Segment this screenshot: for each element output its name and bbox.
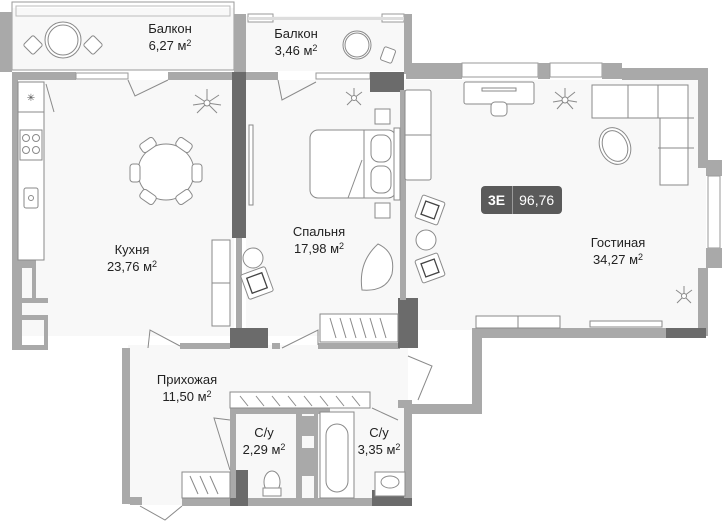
bedroom-furniture <box>240 88 401 343</box>
room-label-balcony-1: Балкон 6,27 м2 <box>148 22 192 53</box>
doors <box>127 79 433 521</box>
room-name: Кухня <box>114 242 150 257</box>
plant-icon <box>192 89 222 114</box>
svg-text:✳: ✳ <box>27 93 35 104</box>
room-name: Спальня <box>292 224 346 239</box>
room-area: 34,27 м2 <box>592 252 644 267</box>
room-area: 3,35 м2 <box>357 442 401 457</box>
room-label-bathroom-1: С/у 2,29 м2 <box>243 426 286 457</box>
room-area: 11,50 м2 <box>162 389 212 404</box>
room-area: 2,29 м2 <box>242 442 286 457</box>
apartment-type-code: 3E <box>481 186 514 214</box>
room-name: С/у <box>369 425 389 440</box>
room-area: 3,46 м2 <box>274 43 318 58</box>
walls <box>12 62 722 506</box>
room-name: Балкон <box>274 26 318 41</box>
balcony-2-outline <box>247 13 412 74</box>
room-label-living-room: Гостиная 34,27 м2 <box>591 236 646 267</box>
plant-icon <box>552 88 578 110</box>
room-area: 23,76 м2 <box>106 259 158 274</box>
balcony-1-outline <box>0 1 246 72</box>
room-label-kitchen: Кухня 23,76 м2 <box>107 243 157 274</box>
bathroom-furniture <box>181 391 406 499</box>
apartment-badge: 3E 96,76 <box>481 186 563 214</box>
room-area: 6,27 м2 <box>148 38 192 53</box>
room-label-bedroom: Спальня 17,98 м2 <box>293 225 345 256</box>
room-name: Балкон <box>148 21 192 36</box>
apartment-total-area: 96,76 <box>519 192 555 208</box>
room-label-hallway: Прихожая 11,50 м2 <box>157 373 217 404</box>
room-area: 17,98 м2 <box>293 241 345 256</box>
room-name: С/у <box>254 425 274 440</box>
room-label-balcony-2: Балкон 3,46 м2 <box>274 27 318 58</box>
plant-icon <box>345 88 363 106</box>
balcony-furniture <box>23 21 396 64</box>
room-name: Прихожая <box>156 372 218 387</box>
room-name: Гостиная <box>590 235 646 250</box>
room-label-bathroom-2: С/у 3,35 м2 <box>358 426 401 457</box>
kitchen-furniture: ✳ <box>17 81 231 327</box>
plant-icon <box>675 286 693 304</box>
living-room-furniture <box>404 81 694 329</box>
